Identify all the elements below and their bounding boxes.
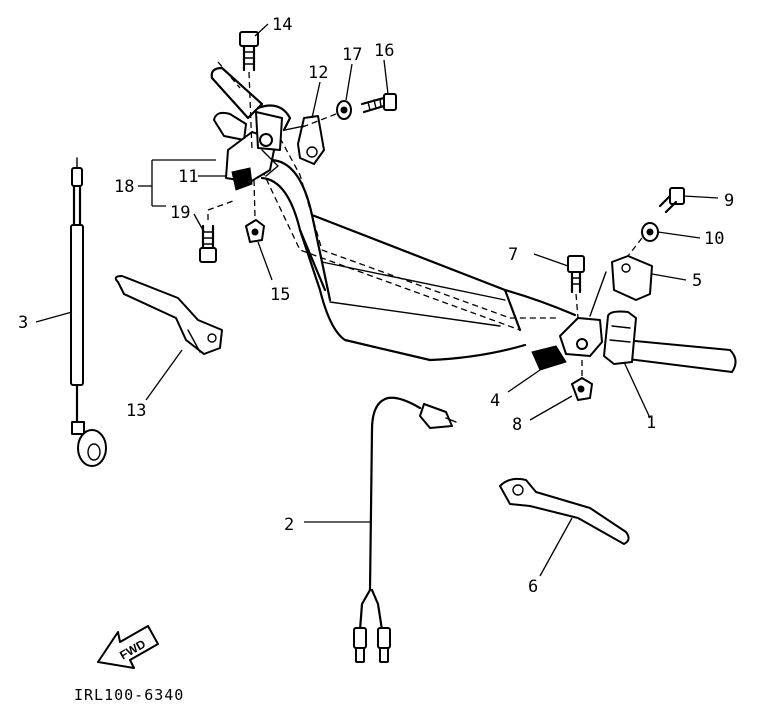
label-8: 8: [512, 415, 522, 435]
label-19: 19: [170, 203, 190, 223]
left-bar-end: [210, 66, 292, 132]
switch-wire-2: [353, 396, 457, 663]
label-10: 10: [704, 229, 724, 249]
lever-6: [499, 477, 630, 545]
label-7: 7: [508, 245, 518, 265]
bolt-14: [239, 31, 259, 151]
lever-13: [114, 275, 223, 355]
bolt-19: [199, 199, 237, 263]
label-1: 1: [646, 413, 656, 433]
label-12: 12: [308, 63, 328, 83]
forward-arrow-icon: FWD: [97, 625, 159, 669]
nut-15: [245, 179, 265, 243]
cable-3: [70, 157, 107, 467]
leader-lines: [35, 23, 719, 577]
label-4: 4: [490, 391, 500, 411]
drawing-code: IRL100-6340: [74, 686, 184, 704]
label-3: 3: [18, 313, 28, 333]
label-6: 6: [528, 577, 538, 597]
washer-17: [299, 100, 352, 129]
label-17: 17: [342, 45, 362, 65]
handlebar: [217, 61, 577, 362]
nut-8: [571, 360, 593, 401]
bolt-9: [658, 187, 685, 214]
bolt-16: [360, 93, 397, 114]
throttle-grip: [603, 310, 737, 373]
label-2: 2: [284, 515, 294, 535]
callout-numbers: 14 17 16 12 11 18 19 15 3 13 7 9 10 5 4 …: [18, 15, 734, 597]
label-14: 14: [272, 15, 292, 35]
right-holder-4: [531, 317, 603, 371]
label-18: 18: [114, 177, 134, 197]
label-16: 16: [374, 41, 394, 61]
washer-10: [627, 222, 659, 257]
label-11: 11: [178, 167, 198, 187]
clamp-bracket: [284, 115, 325, 165]
bolt-7: [567, 255, 585, 319]
label-13: 13: [126, 401, 146, 421]
bracket-5: [589, 255, 653, 317]
left-holder-cluster: [213, 111, 283, 191]
label-15: 15: [270, 285, 290, 305]
label-9: 9: [724, 191, 734, 211]
label-5: 5: [692, 271, 702, 291]
